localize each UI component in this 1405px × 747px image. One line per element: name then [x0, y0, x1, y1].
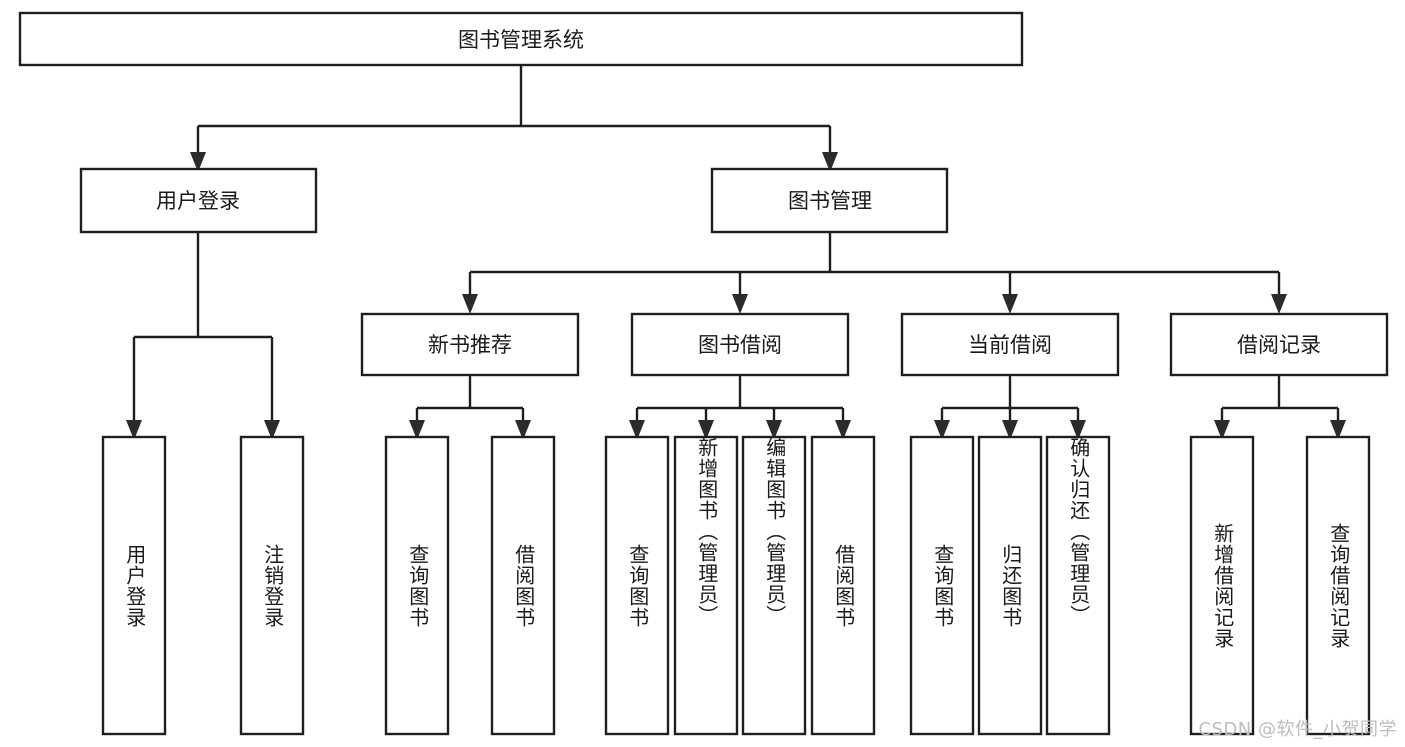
node-book-borrow-rect[interactable] [630, 312, 850, 377]
node-root-label: 图书管理系统 [458, 28, 584, 52]
arrow-record-to-leaf-2 [1330, 420, 1346, 440]
watermark: CSDN @软件_小贺同学 [1198, 719, 1397, 740]
node-borrow-record[interactable]: 借阅记录 [1169, 312, 1389, 377]
node-new-book-recommend-rect[interactable] [360, 312, 580, 377]
arrow-root-to-book-manage [822, 152, 838, 172]
node-book-manage-label: 图书管理 [788, 189, 872, 213]
edge-new-book-recommend-trunk [415, 375, 525, 424]
leaf-user-logout-rect[interactable] [239, 435, 305, 736]
arrow-record-to-leaf-1 [1214, 420, 1230, 440]
arrow-current-to-leaf-2 [1002, 420, 1018, 440]
arrow-current-to-leaf-1 [934, 420, 950, 440]
leaf-return-book-rect[interactable] [977, 435, 1043, 736]
arrow-current-to-leaf-3 [1070, 420, 1086, 440]
edge-layer [126, 65, 1346, 440]
leaf-query-book-current-rect[interactable] [909, 435, 975, 736]
node-borrow-record-label: 借阅记录 [1237, 333, 1321, 357]
leaf-query-borrow-record-rect[interactable] [1305, 435, 1371, 736]
arrow-user-login-to-leaf-2 [264, 420, 280, 440]
leaf-add-book-admin-rect[interactable] [673, 435, 739, 736]
node-current-borrow[interactable]: 当前借阅 [900, 312, 1120, 377]
edge-book-borrow-trunk [635, 375, 845, 424]
edge-borrow-record-trunk [1220, 375, 1340, 424]
arrow-rec-to-leaf-1 [409, 420, 425, 440]
arrow-book-manage-to-borrow-record [1271, 294, 1287, 314]
leaf-query-book-borrow-rect[interactable] [604, 435, 670, 736]
edge-book-manage-trunk [468, 232, 1281, 298]
arrow-book-manage-to-current-borrow [1002, 294, 1018, 314]
node-layer: 图书管理系统 用户登录 图书管理 新书推荐 图书借阅 [18, 11, 1389, 736]
node-book-manage-rect[interactable] [710, 167, 949, 234]
node-current-borrow-label: 当前借阅 [968, 333, 1052, 357]
node-user-login[interactable]: 用户登录 [79, 167, 318, 234]
node-book-borrow[interactable]: 图书借阅 [630, 312, 850, 377]
arrow-borrow-to-leaf-2 [698, 420, 714, 440]
leaf-borrow-book-rec-rect[interactable] [490, 435, 556, 736]
arrow-borrow-to-leaf-4 [835, 420, 851, 440]
leaf-query-book-rec-rect[interactable] [384, 435, 450, 736]
edge-root-trunk [196, 65, 832, 156]
node-root-rect[interactable] [18, 11, 1024, 67]
arrow-borrow-to-leaf-3 [766, 420, 782, 440]
arrow-root-to-user-login [190, 152, 206, 172]
node-book-manage[interactable]: 图书管理 [710, 167, 949, 234]
arrow-rec-to-leaf-2 [515, 420, 531, 440]
node-user-login-label: 用户登录 [156, 189, 240, 213]
arrow-user-login-to-leaf-1 [126, 420, 142, 440]
edge-current-borrow-trunk [940, 375, 1080, 424]
leaf-add-borrow-record-rect[interactable] [1189, 435, 1255, 736]
node-new-book-recommend-label: 新书推荐 [428, 333, 512, 357]
edge-user-login-trunk [132, 232, 274, 424]
arrow-book-manage-to-book-borrow [732, 294, 748, 314]
node-user-login-rect[interactable] [79, 167, 318, 234]
leaf-borrow-book-rect[interactable] [810, 435, 876, 736]
arrow-borrow-to-leaf-1 [629, 420, 645, 440]
node-new-book-recommend[interactable]: 新书推荐 [360, 312, 580, 377]
node-borrow-record-rect[interactable] [1169, 312, 1389, 377]
node-root[interactable]: 图书管理系统 [18, 11, 1024, 67]
node-current-borrow-rect[interactable] [900, 312, 1120, 377]
leaf-confirm-return-admin-rect[interactable] [1045, 435, 1111, 736]
leaf-edit-book-admin-rect[interactable] [741, 435, 807, 736]
arrow-book-manage-to-new-book-recommend [462, 294, 478, 314]
leaf-user-login-rect[interactable] [101, 435, 167, 736]
node-book-borrow-label: 图书借阅 [698, 333, 782, 357]
